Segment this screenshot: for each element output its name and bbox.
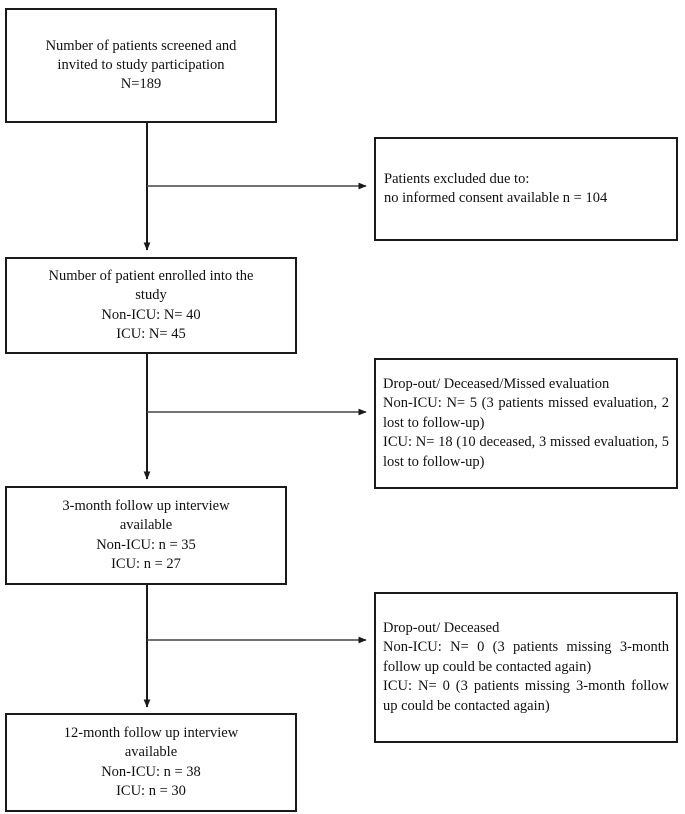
- node-patients-enrolled-text: Number of patient enrolled into the stud…: [48, 267, 254, 342]
- node-dropout-12-month: Drop-out/ Deceased Non-ICU: N= 0 (3 pati…: [374, 592, 678, 743]
- node-dropout-3-month: Drop-out/ Deceased/Missed evaluation Non…: [374, 358, 678, 489]
- node-dropout-3-month-nonicu: Non-ICU: N= 5 (3 patients missed evaluat…: [383, 395, 669, 431]
- node-dropout-12-month-icu: ICU: N= 0 (3 patients missing 3-month fo…: [383, 678, 669, 714]
- node-patients-screened-text: Number of patients screened and invited …: [45, 37, 237, 93]
- node-patients-excluded-line1: Patients excluded due to:: [384, 170, 530, 187]
- node-patients-screened: Number of patients screened and invited …: [5, 8, 277, 123]
- node-dropout-12-month-heading: Drop-out/ Deceased: [383, 619, 500, 636]
- node-dropout-3-month-heading: Drop-out/ Deceased/Missed evaluation: [383, 375, 610, 392]
- node-dropout-12-month-nonicu: Non-ICU: N= 0 (3 patients missing 3-mont…: [383, 639, 669, 675]
- node-dropout-3-month-icu: ICU: N= 18 (10 deceased, 3 missed evalua…: [383, 434, 669, 470]
- node-followup-3-month: 3-month follow up interview available No…: [5, 486, 287, 585]
- node-followup-12-month: 12-month follow up interview available N…: [5, 713, 297, 812]
- node-followup-3-month-text: 3-month follow up interview available No…: [62, 497, 230, 572]
- node-patients-excluded-line2: no informed consent available n = 104: [384, 190, 608, 206]
- node-followup-12-month-text: 12-month follow up interview available N…: [63, 724, 239, 799]
- node-patients-excluded: Patients excluded due to: no informed co…: [374, 137, 678, 241]
- node-patients-enrolled: Number of patient enrolled into the stud…: [5, 257, 297, 354]
